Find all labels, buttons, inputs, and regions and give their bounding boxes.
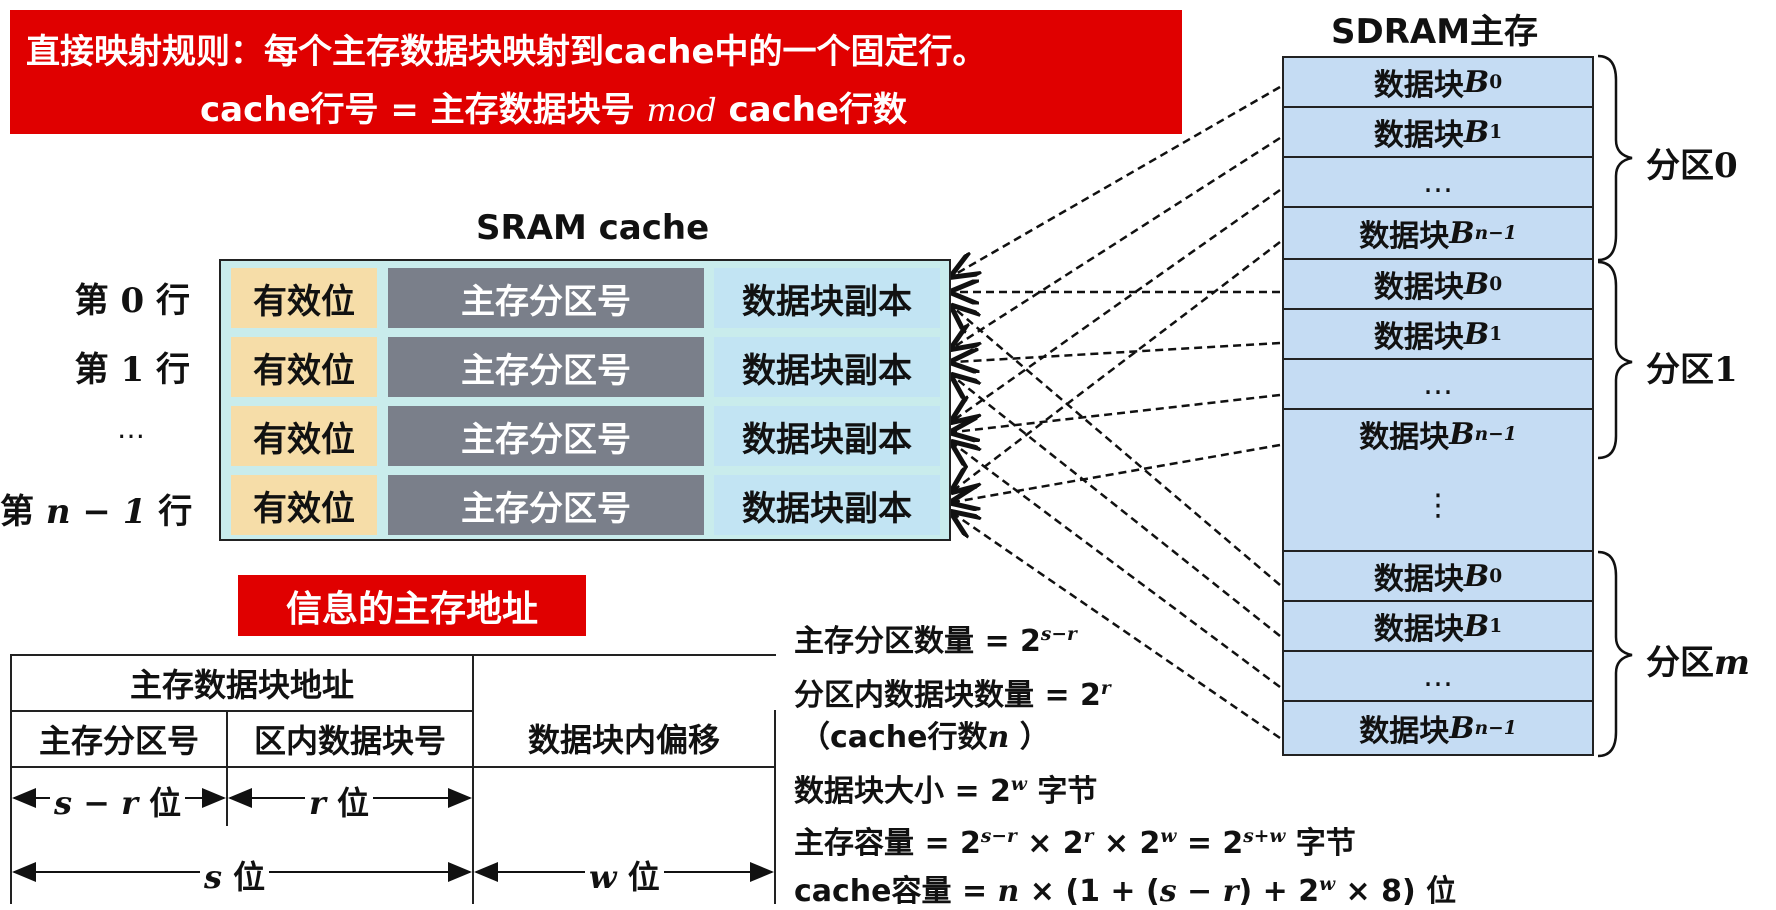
measure-r: r 位	[305, 778, 374, 824]
cache-row: 有效位 主存分区号 数据块副本	[231, 337, 940, 397]
memory-title: SDRAM主存	[1331, 12, 1539, 52]
cache-row-label-0: 第 0 行	[74, 281, 190, 321]
formula-blocks-per-partition: 分区内数据块数量 = 2r	[794, 678, 1111, 713]
cache-row-label-last: 第 n − 1 行	[0, 492, 193, 532]
partition-label-1: 分区1	[1646, 350, 1738, 390]
block-offset-column: 数据块内偏移	[472, 710, 776, 768]
partition-label-0: 分区0	[1646, 146, 1738, 186]
valid-bit-field: 有效位	[231, 406, 377, 466]
valid-bit-field: 有效位	[231, 268, 377, 328]
cache-title: SRAM cache	[476, 208, 710, 248]
in-partition-block-column: 区内数据块号	[226, 710, 474, 768]
rule-mod-operator: mod	[646, 91, 717, 129]
rule-line-2: cache行号 = 主存数据块号 mod cache行数	[200, 82, 907, 131]
rule-formula-right: cache行数	[716, 90, 907, 130]
rule-banner: 直接映射规则：每个主存数据块映射到cache中的一个固定行。 cache行号 =…	[10, 10, 1182, 134]
partition-braces	[1597, 54, 1633, 758]
partition-number-field: 主存分区号	[388, 268, 704, 328]
data-block-copy-field: 数据块副本	[714, 268, 940, 328]
cache-row: 有效位 主存分区号 数据块副本	[231, 268, 940, 328]
measure-s-minus-r: s − r 位	[50, 778, 186, 824]
valid-bit-field: 有效位	[231, 337, 377, 397]
table-left-rule	[10, 766, 12, 904]
rule-line-1: 直接映射规则：每个主存数据块映射到cache中的一个固定行。	[26, 32, 987, 72]
rule-formula-left: cache行号 = 主存数据块号	[200, 90, 647, 130]
address-title: 信息的主存地址	[238, 575, 586, 636]
formula-partition-count: 主存分区数量 = 2s−r	[794, 624, 1077, 659]
partition-label-m: 分区m	[1646, 643, 1750, 683]
memory-vertical-ellipsis: ⋮	[1282, 458, 1594, 552]
partition-number-field: 主存分区号	[388, 406, 704, 466]
partition-number-column: 主存分区号	[10, 710, 228, 768]
valid-bit-field: 有效位	[231, 475, 377, 535]
cache-table: 有效位 主存分区号 数据块副本 有效位 主存分区号 数据块副本 有效位 主存分区…	[219, 259, 951, 541]
cache-row-label-1: 第 1 行	[74, 350, 190, 390]
formula-cache-lines: （cache行数n ）	[800, 720, 1050, 755]
cache-row-label-ellipsis: …	[117, 412, 145, 445]
memory-ellipsis: …	[1282, 358, 1594, 410]
measure-s: s 位	[200, 852, 270, 898]
cache-row: 有效位 主存分区号 数据块副本	[231, 475, 940, 535]
table-mid-rule	[472, 766, 474, 904]
memory-ellipsis: …	[1282, 650, 1594, 702]
data-block-copy-field: 数据块副本	[714, 475, 940, 535]
table-top-rule	[472, 654, 776, 656]
partition-number-field: 主存分区号	[388, 337, 704, 397]
formula-block-size: 数据块大小 = 2w 字节	[794, 774, 1098, 809]
formula-cache-capacity: cache容量 = n × (1 + (s − r) + 2w × 8) 位	[794, 874, 1457, 909]
table-sub-rule	[226, 766, 228, 826]
cache-row: 有效位 主存分区号 数据块副本	[231, 406, 940, 466]
memory-ellipsis: …	[1282, 156, 1594, 208]
table-right-rule	[774, 766, 776, 904]
data-block-copy-field: 数据块副本	[714, 406, 940, 466]
partition-number-field: 主存分区号	[388, 475, 704, 535]
block-address-header: 主存数据块地址	[10, 654, 474, 712]
formula-memory-capacity: 主存容量 = 2s−r × 2r × 2w = 2s+w 字节	[794, 826, 1356, 861]
measure-w: w 位	[585, 852, 664, 898]
data-block-copy-field: 数据块副本	[714, 337, 940, 397]
